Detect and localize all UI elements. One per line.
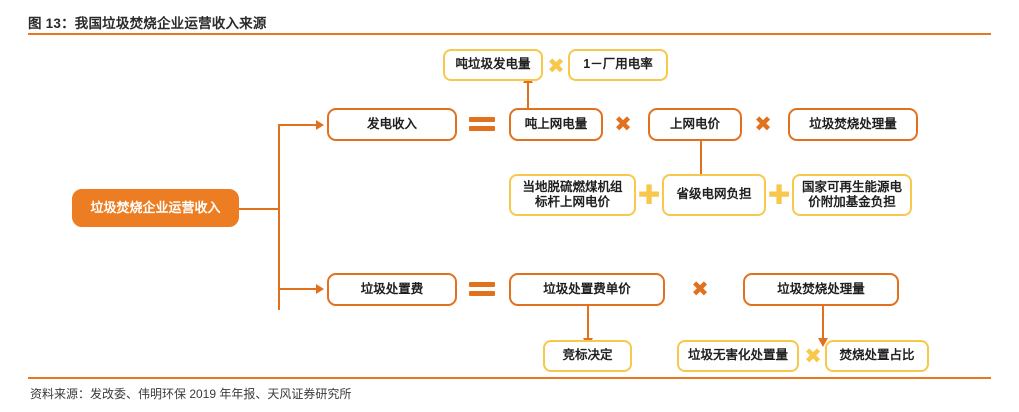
arrowhead-volume-down [818, 338, 828, 347]
source-note: 资料来源：发改委、伟明环保 2019 年年报、天风证券研究所 [30, 387, 352, 401]
node-provincial-grid-burden[interactable]: 省级电网负担 [662, 174, 766, 216]
node-incineration-volume[interactable]: 垃圾焚烧处理量 [788, 108, 918, 141]
node-incineration-share[interactable]: 焚烧处置占比 [825, 340, 929, 372]
footer-divider [28, 377, 991, 379]
connector-tongrid-up [527, 82, 529, 116]
operator-times-icon: ✖ [754, 112, 772, 136]
operator-times-icon: ✖ [547, 54, 565, 78]
operator-times-icon: ✖ [691, 277, 709, 301]
node-ton-grid-power[interactable]: 吨上网电量 [509, 108, 603, 141]
operator-equals-power [469, 117, 495, 131]
operator-plus-icon: ✚ [767, 179, 791, 210]
node-harmless-volume[interactable]: 垃圾无害化处置量 [677, 340, 799, 372]
node-branch-power[interactable]: 发电收入 [327, 108, 457, 141]
operator-plus-icon: ✚ [637, 179, 661, 210]
node-incineration-volume-2[interactable]: 垃圾焚烧处理量 [743, 273, 899, 306]
node-root[interactable]: 垃圾焚烧企业运营收入 [72, 189, 239, 227]
connector-root-trunk [238, 208, 280, 210]
flow-diagram: 垃圾焚烧企业运营收入 吨垃圾发电量 ✖ 1－厂用电率 发电收入 吨上网电量 ✖ … [0, 34, 1019, 377]
node-branch-fee[interactable]: 垃圾处置费 [327, 273, 457, 306]
connector-gridprice-down [700, 141, 702, 177]
operator-times-icon: ✖ [804, 344, 822, 368]
connector-unitprice-down [587, 306, 589, 340]
connector-branch-spine [278, 125, 280, 310]
connector-to-power [278, 124, 318, 126]
arrowhead-to-power [316, 120, 324, 130]
node-one-minus-plant-rate[interactable]: 1－厂用电率 [568, 49, 668, 81]
node-fee-unit-price[interactable]: 垃圾处置费单价 [509, 273, 665, 306]
header-divider [28, 33, 991, 35]
connector-volume-down [822, 306, 824, 340]
node-coal-benchmark-price[interactable]: 当地脱硫燃煤机组 标杆上网电价 [509, 174, 636, 216]
node-bidding-decision[interactable]: 竞标决定 [543, 340, 632, 372]
operator-equals-fee [469, 282, 495, 296]
page-title: 图 13：我国垃圾焚烧企业运营收入来源 [28, 16, 267, 31]
operator-times-icon: ✖ [614, 112, 632, 136]
connector-to-fee [278, 288, 318, 290]
node-national-renewable-fund[interactable]: 国家可再生能源电 价附加基金负担 [792, 174, 912, 216]
node-grid-price[interactable]: 上网电价 [648, 108, 742, 141]
arrowhead-to-fee [316, 284, 324, 294]
node-ton-waste-generation[interactable]: 吨垃圾发电量 [443, 49, 543, 81]
